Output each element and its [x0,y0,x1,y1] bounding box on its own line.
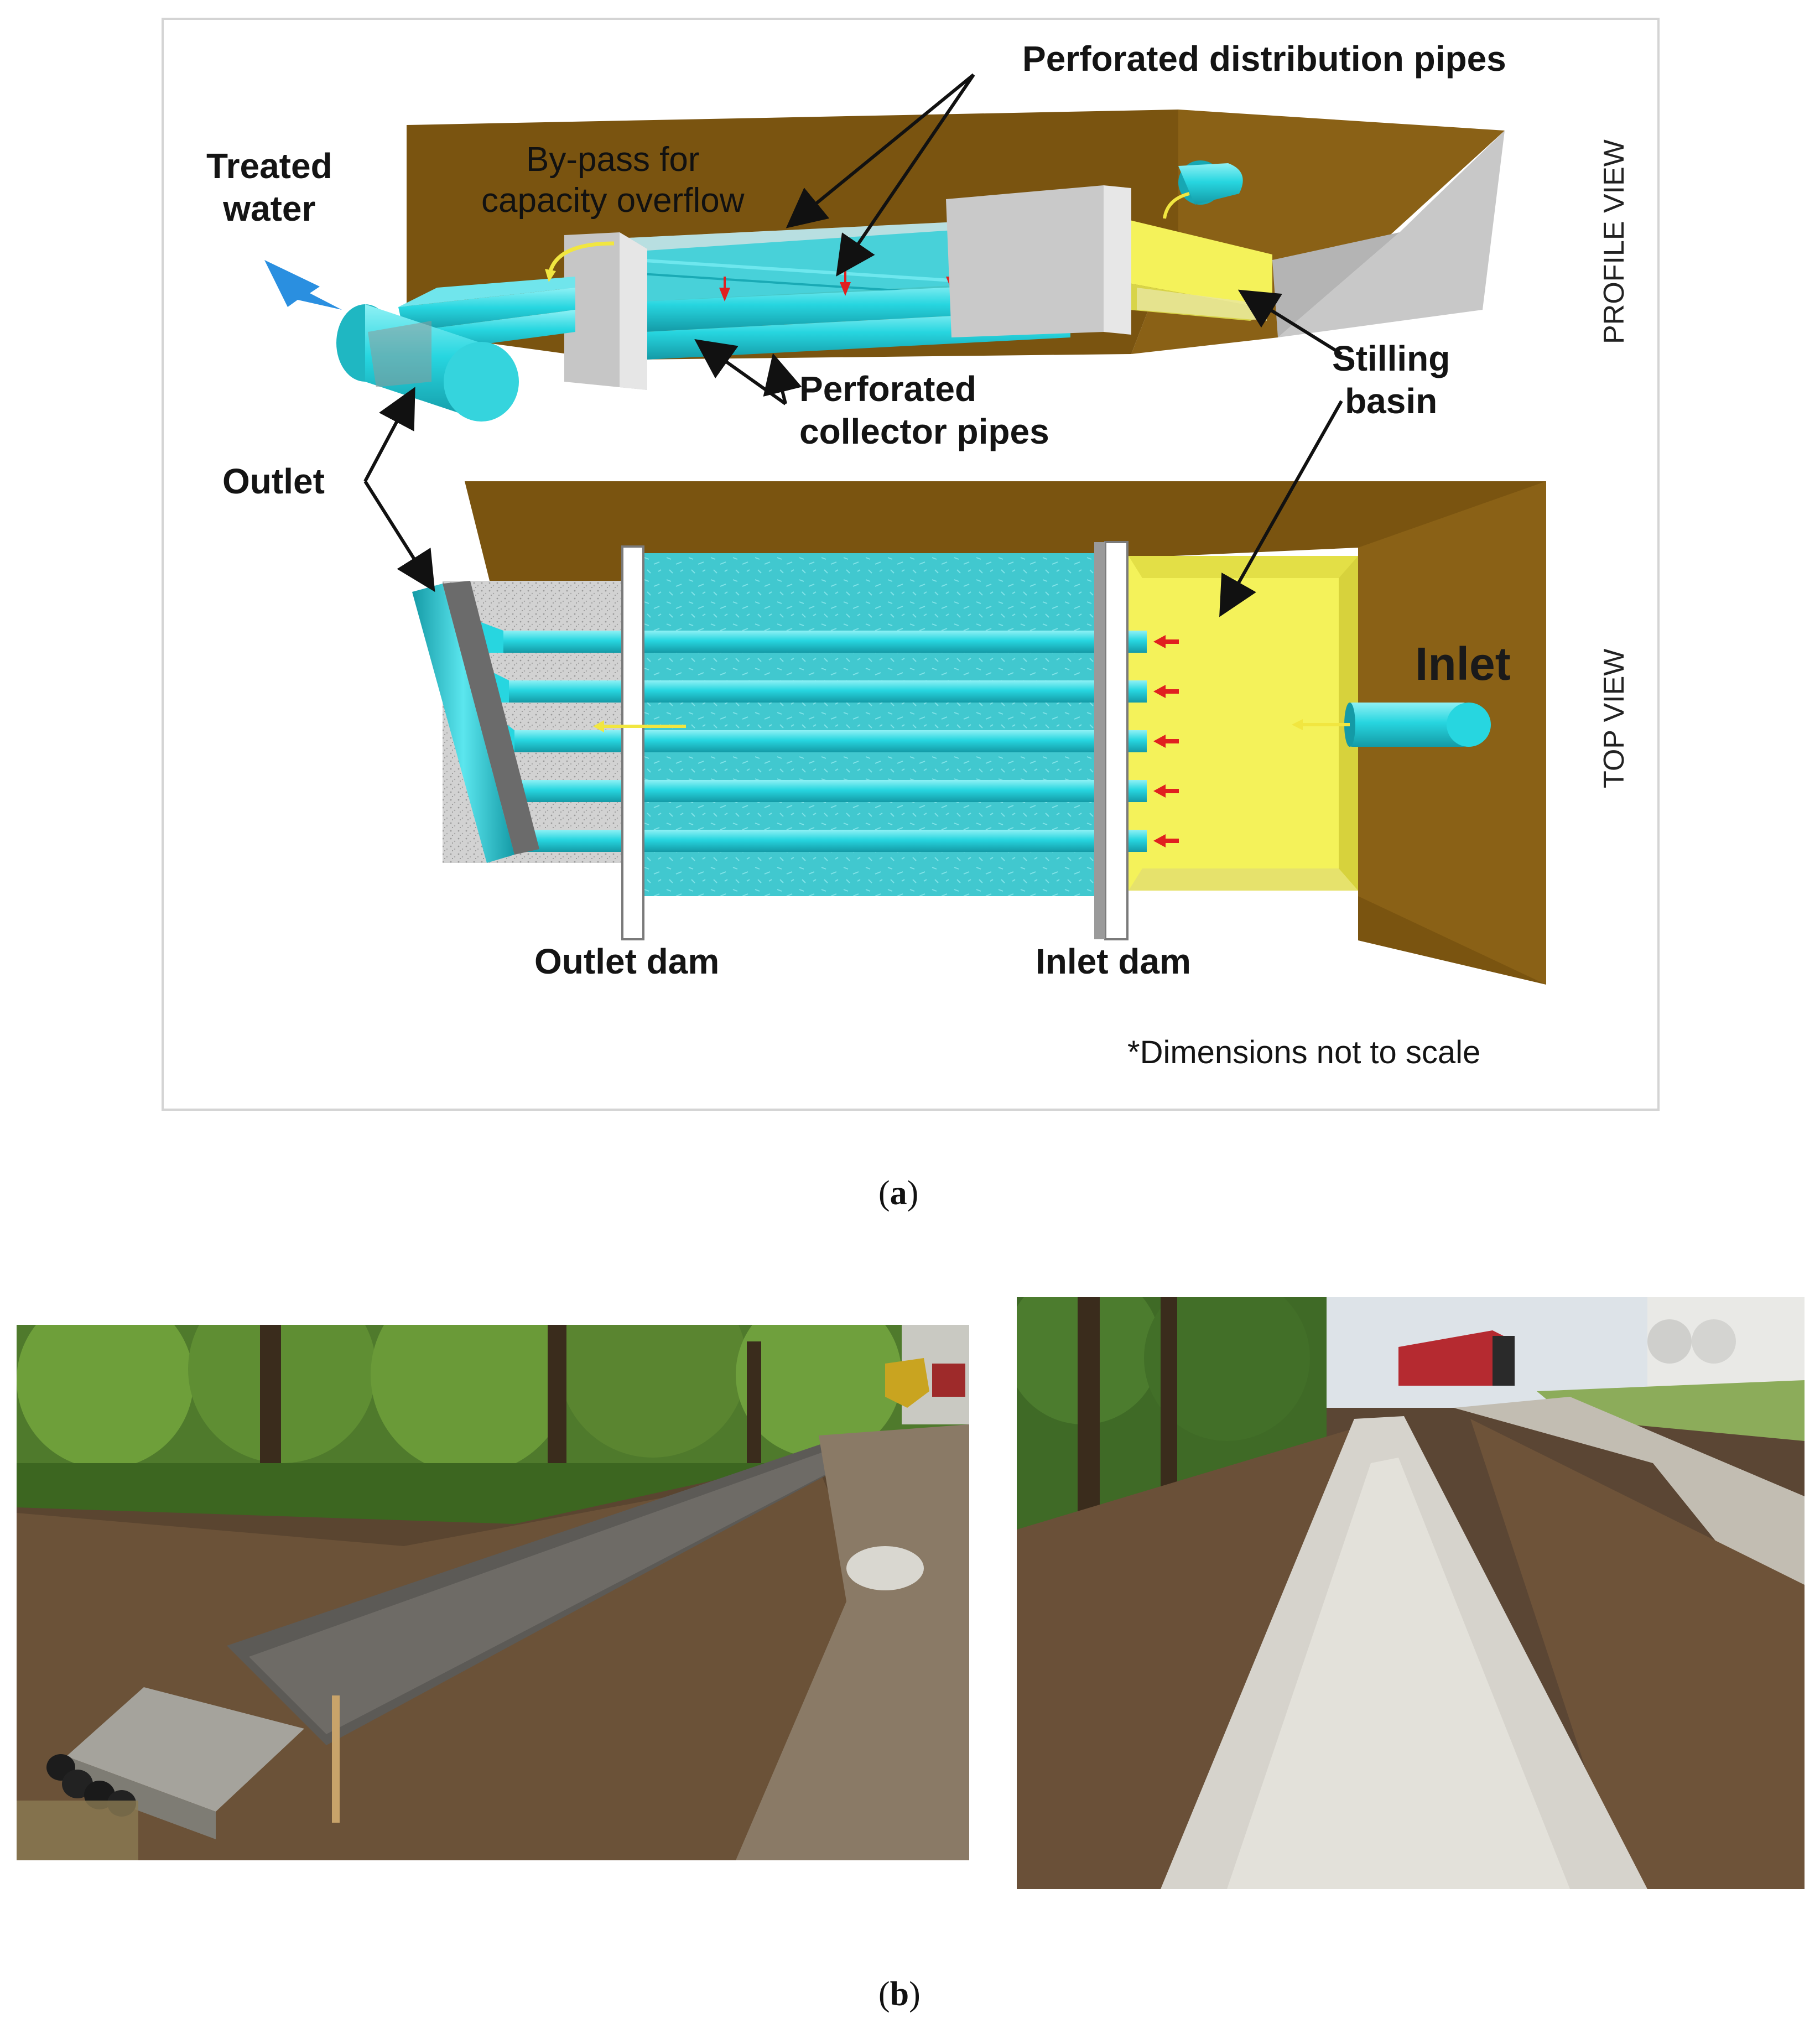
label-perforated-collector-pipes: Perforated collector pipes [799,369,1049,451]
top-outlet-manifold [412,581,539,863]
label-perforated-distribution-pipes: Perforated distribution pipes [1022,39,1506,79]
label-outlet-dam: Outlet dam [534,941,720,981]
top-view [412,481,1546,985]
photo-gravel-trench-right [1017,1297,1805,1889]
label-treated-water: Treated water [206,146,332,228]
label-inlet-dam: Inlet dam [1036,941,1191,981]
top-inflow-arrows [1153,635,1179,847]
top-outlet-dam [621,545,644,940]
top-pipes [498,631,1147,852]
top-stilling-basin [1129,556,1358,891]
caption-a: (a) [878,1174,919,1212]
label-top-view: TOP VIEW [1598,648,1630,788]
photo-construction-trench-left [17,1325,969,1860]
label-outlet: Outlet [222,461,325,501]
label-stilling-basin: Stilling basin [1332,339,1450,421]
leader-arrows [363,73,1343,617]
label-profile-view: PROFILE VIEW [1598,139,1630,344]
treated-water-arrow [264,260,342,310]
top-inlet-pipe [1292,703,1491,747]
bioreactor-diagram [264,73,1546,985]
label-dimensions-note: *Dimensions not to scale [1127,1034,1481,1070]
bypass-arrow [548,241,615,272]
top-inlet-dam [1104,541,1129,940]
label-inlet: Inlet [1415,638,1511,690]
label-bypass: By-pass for capacity overflow [481,141,745,220]
caption-b: (b) [878,1975,921,2013]
